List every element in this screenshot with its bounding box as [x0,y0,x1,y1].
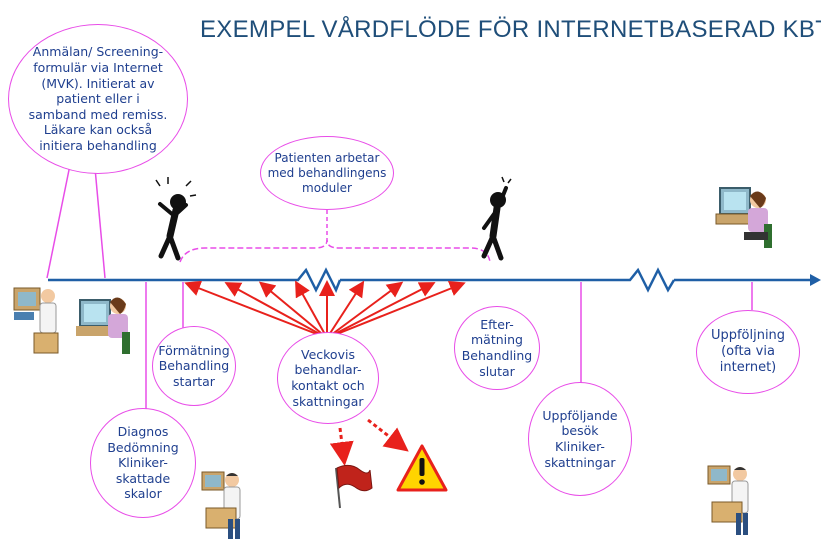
connector-lines [46,164,753,410]
node-uppfoljning: Uppföljning (ofta via internet) [696,310,800,394]
node-diagnos-text: Diagnos Bedömning Kliniker- skattade ska… [107,423,179,502]
node-veckovis: Veckovis behandlar- kontakt och skattnin… [277,332,379,424]
node-uppfoljande: Uppföljande besök Kliniker- skattningar [528,382,632,496]
node-eftermatning-text: Efter- mätning Behandling slutar [461,316,533,379]
red-flag-icon [335,464,373,509]
computer-user-icon [76,297,130,354]
dotted-arrows [329,418,409,466]
weekly-contact-arrows [184,280,466,339]
warning-sign-icon [396,444,448,492]
page-title: EXEMPEL VÅRDFLÖDE FÖR INTERNETBASERAD KB… [200,16,821,43]
timeline [48,267,821,294]
node-uppfoljning-text: Uppföljning (ofta via internet) [710,327,786,376]
node-formatning-text: Förmätning Behandling startar [158,342,230,389]
computer-user-icon [715,187,772,248]
cheering-figure-icon [481,176,512,261]
node-veckovis-text: Veckovis behandlar- kontakt och skattnin… [291,346,365,409]
doctor-icon [201,471,241,539]
node-eftermatning: Efter- mätning Behandling slutar [454,306,540,390]
node-diagnos: Diagnos Bedömning Kliniker- skattade ska… [90,408,196,518]
node-anmalan-text: Anmälan/ Screening- formulär via Interne… [28,44,168,154]
node-formatning: Förmätning Behandling startar [152,326,236,406]
node-patienten-text: Patienten arbetar med behandlingens modu… [267,150,387,195]
stressed-figure-icon [155,177,197,261]
node-uppfoljande-text: Uppföljande besök Kliniker- skattningar [542,407,618,470]
node-patienten: Patienten arbetar med behandlingens modu… [260,136,394,210]
node-anmalan: Anmälan/ Screening- formulär via Interne… [8,24,188,174]
doctor-icon [707,465,749,535]
doctor-icon [13,287,59,354]
